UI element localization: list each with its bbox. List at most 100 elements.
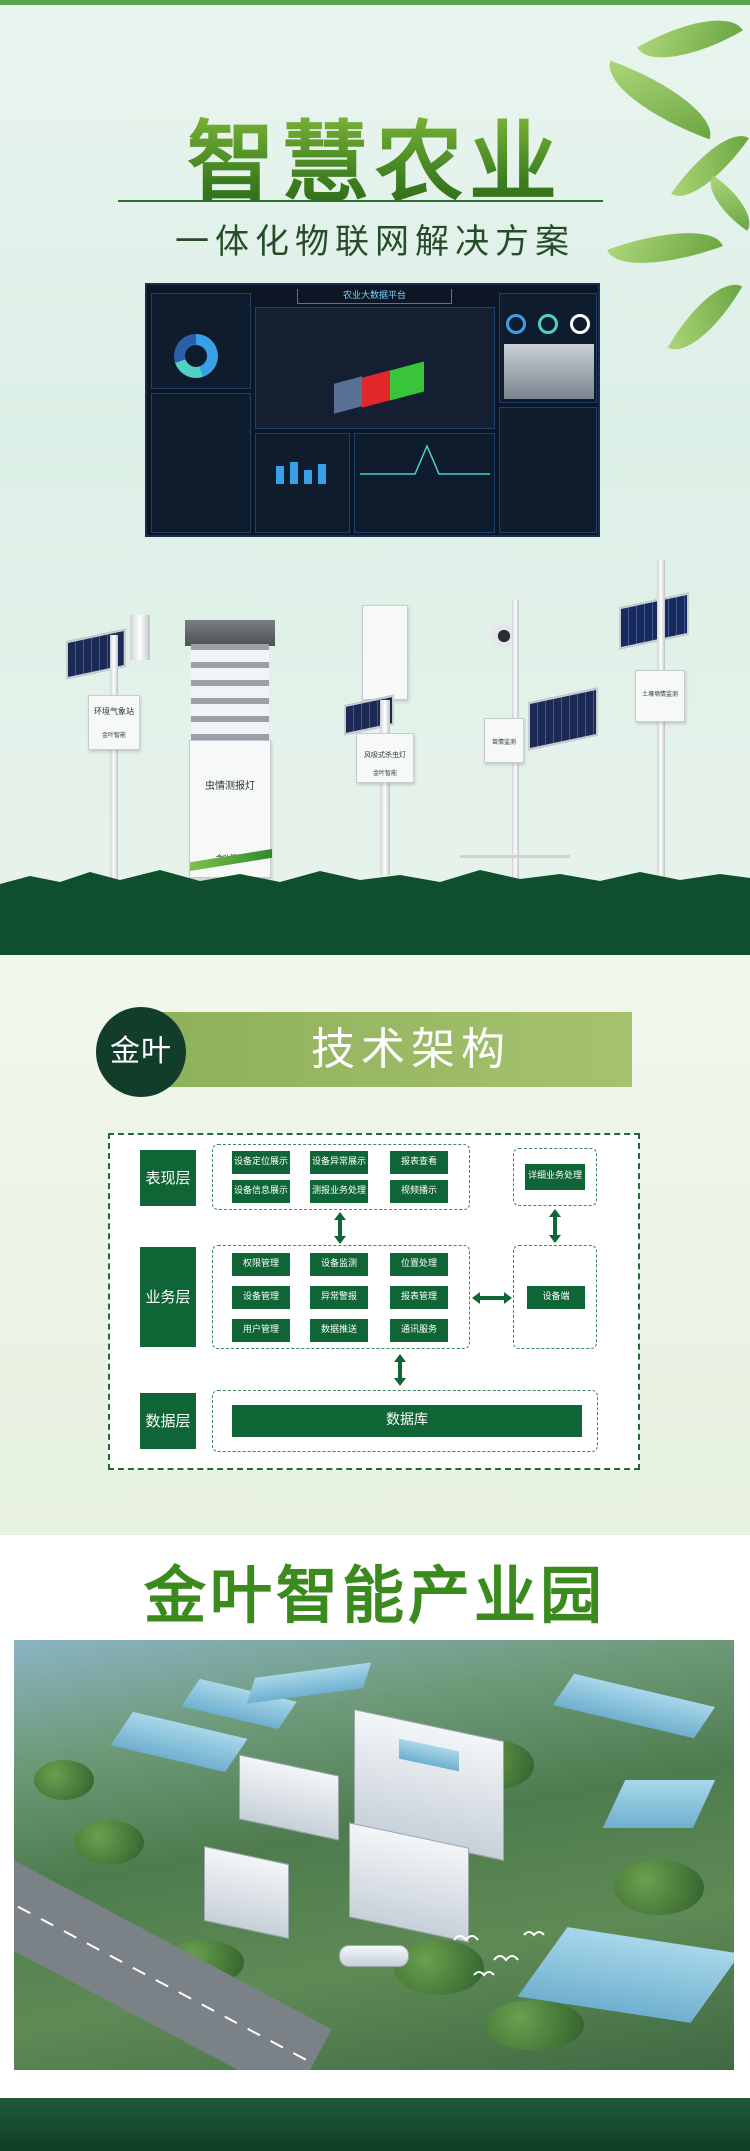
arch-cell: 通讯服务: [390, 1319, 448, 1342]
greenhouse-roof: [552, 1673, 716, 1739]
line-chart: [360, 444, 490, 475]
section-title-bar: 技术架构: [150, 1012, 632, 1087]
section-title: 技术架构: [311, 1024, 511, 1075]
leaf-decoration: [637, 0, 743, 81]
birds-decoration: [453, 1931, 545, 1977]
trap-louvers: [191, 644, 269, 744]
arch-cell: 权限管理: [232, 1253, 290, 1276]
greenhouse-roof: [602, 1780, 716, 1828]
dashboard-screenshot: 农业大数据平台: [145, 283, 600, 537]
tree: [484, 2000, 584, 2050]
gauge: [506, 314, 526, 334]
dashboard-left-bottom-panel: [151, 393, 251, 533]
mountain-silhouette: [0, 870, 750, 896]
chart-bar: [290, 462, 298, 484]
layer-business: 业务层: [140, 1247, 196, 1347]
arch-cell: 设备监测: [310, 1253, 368, 1276]
solar-panel: [619, 592, 689, 650]
arch-cell: 视频播示: [390, 1180, 448, 1203]
leaf-decoration: [667, 269, 743, 365]
hero-title: 智慧农业: [0, 92, 750, 219]
greenhouse-block: [334, 376, 362, 414]
arch-cell: 设备信息展示: [232, 1180, 290, 1203]
device-pole: [380, 700, 390, 875]
camera-preview: [504, 344, 594, 399]
layer-presentation: 表现层: [140, 1150, 196, 1206]
business-group: [212, 1245, 470, 1349]
soil-monitor-device: 土壤墒情监测: [615, 560, 705, 885]
chart-bar: [304, 470, 312, 484]
dashboard-map: [255, 307, 495, 429]
arch-cell: 设备端: [527, 1286, 585, 1309]
insect-trap-device: 虫情测报灯 金叶智能: [185, 620, 275, 880]
crop-monitor-device: 苗情监测: [460, 600, 610, 890]
bottom-band: [0, 2098, 750, 2151]
device-cabinet: 环境气象站 金叶智能: [88, 695, 140, 750]
dashboard-bottom-left: [255, 433, 350, 533]
dashboard-right-bottom: [499, 407, 597, 533]
device-label: 风吸式杀虫灯: [364, 751, 406, 759]
donut-hole: [185, 345, 207, 367]
arch-cell: 数据库: [232, 1405, 582, 1437]
tree: [614, 1860, 704, 1915]
trap-cabinet: 虫情测报灯 金叶智能: [189, 740, 272, 878]
greenhouse-block: [390, 361, 424, 401]
arrow-up-down-icon: [549, 1209, 561, 1243]
dashboard-left-panel: [151, 293, 251, 389]
arch-cell: 设备管理: [232, 1286, 290, 1309]
detail-group: [513, 1148, 597, 1206]
gauge: [538, 314, 558, 334]
greenhouse-roof: [110, 1711, 248, 1773]
greenhouse-roof: [246, 1662, 372, 1704]
lamp-cabinet: 风吸式杀虫灯 金叶智能: [356, 733, 414, 783]
data-group: [212, 1390, 598, 1452]
arch-cell: 异常警报: [310, 1286, 368, 1309]
park-title: 金叶智能产业园: [143, 1559, 606, 1632]
arrow-up-down-icon: [394, 1354, 406, 1386]
tripod-base: [460, 855, 570, 858]
device-label: 土壤墒情监测: [641, 691, 678, 698]
top-accent-line: [0, 0, 750, 5]
arch-cell: 设备异常展示: [310, 1151, 368, 1174]
arch-cell: 用户管理: [232, 1319, 290, 1342]
weather-station-device: 环境气象站 金叶智能: [60, 615, 160, 885]
arch-cell: 详细业务处理: [525, 1164, 585, 1190]
arch-cell: 测报业务处理: [310, 1180, 368, 1203]
tree: [34, 1760, 94, 1800]
device-label: 环境气象站: [94, 707, 134, 716]
arrow-left-right-icon: [472, 1292, 512, 1304]
trap-roof: [185, 620, 275, 646]
device-label: 虫情测报灯: [205, 781, 255, 792]
chart-bar: [318, 464, 326, 484]
entrance-gate: [339, 1945, 409, 1967]
chart-bar: [276, 466, 284, 484]
dashboard-title: 农业大数据平台: [297, 289, 452, 304]
hero-section: 智慧农业 一体化物联网解决方案 农业大数据平台: [0, 0, 750, 955]
hero-subtitle: 一体化物联网解决方案: [175, 222, 575, 262]
device-brand: 金叶智能: [101, 732, 126, 739]
device-pole: [110, 635, 118, 880]
tree: [74, 1820, 144, 1865]
lamp-head: [362, 605, 408, 700]
arch-cell: 报表查看: [390, 1151, 448, 1174]
device-brand: 金叶智能: [372, 770, 397, 777]
greenhouse-block: [362, 370, 390, 408]
gauge: [570, 314, 590, 334]
mountain-band: [0, 870, 750, 955]
device-label: 苗情监测: [491, 739, 516, 746]
solar-panel: [528, 687, 598, 751]
annex-building: [204, 1845, 289, 1940]
soil-cabinet: 土壤墒情监测: [635, 670, 685, 722]
killer-lamp-device: 风吸式杀虫灯 金叶智能: [340, 605, 430, 885]
arch-cell: 设备定位展示: [232, 1151, 290, 1174]
office-building: [239, 1754, 339, 1841]
monitor-cabinet: 苗情监测: [484, 718, 524, 763]
dashboard-right-panel: [499, 293, 597, 403]
arch-cell: 报表管理: [390, 1286, 448, 1309]
device-end-group: [513, 1245, 597, 1349]
sensor-head: [130, 615, 150, 660]
arch-cell: 数据推送: [310, 1319, 368, 1342]
presentation-group: [212, 1144, 470, 1210]
industrial-park-aerial-image: [14, 1640, 734, 2070]
brand-badge: 金叶: [96, 1007, 186, 1097]
